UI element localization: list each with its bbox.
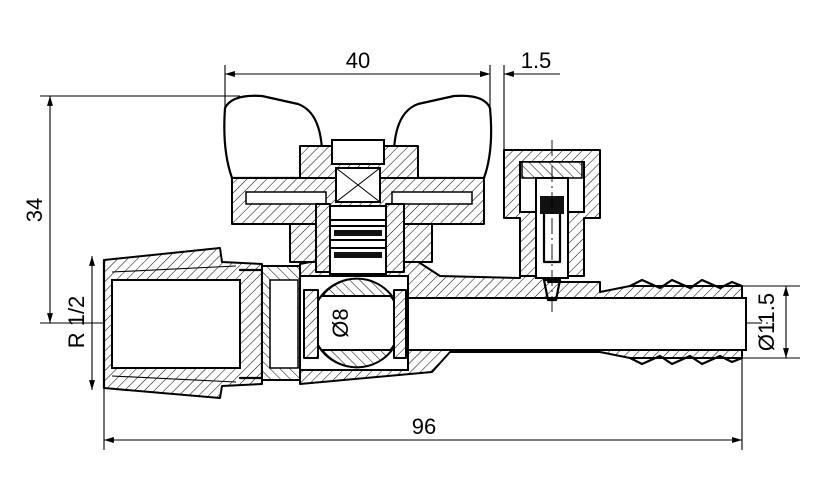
dim-1-5: 1.5 (521, 48, 552, 73)
test-plug (503, 140, 601, 312)
dim-34: 34 (22, 198, 47, 222)
dim-hose-diameter: Ø11.5 (754, 293, 779, 351)
dim-40: 40 (346, 48, 370, 73)
dim-ball-bore: Ø8 (328, 308, 353, 337)
valve-stem (289, 139, 433, 275)
dimension-lines (40, 65, 800, 450)
ball (303, 277, 407, 369)
threaded-inlet (102, 247, 301, 399)
dim-96: 96 (412, 414, 436, 439)
dim-thread: R 1/2 (64, 296, 89, 349)
